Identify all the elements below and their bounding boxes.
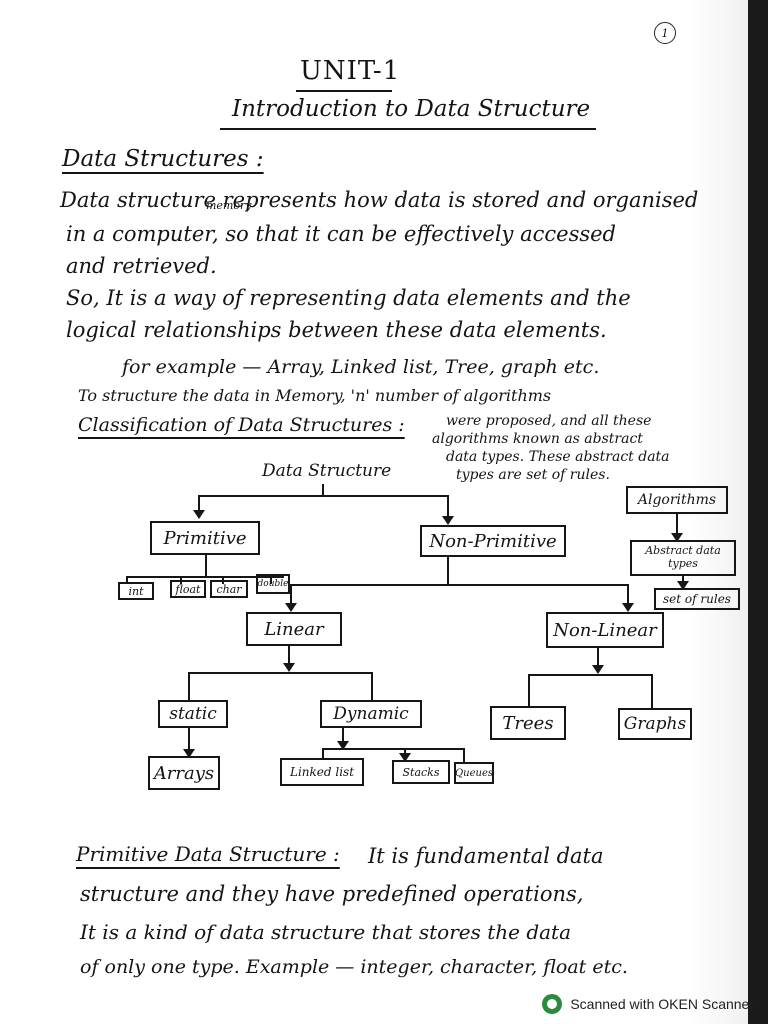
classification-intro: To structure the data in Memory, 'n' num… xyxy=(78,386,552,405)
scan-edge xyxy=(748,0,768,1024)
to-linear xyxy=(285,584,297,612)
node-static: static xyxy=(158,700,228,728)
node-stacks: Stacks xyxy=(392,760,450,784)
ptype-char: char xyxy=(210,580,248,598)
linear-horizontal xyxy=(188,672,372,674)
ds-line-4: So, It is a way of representing data ele… xyxy=(66,286,631,310)
primitive-ds-line-1: It is fundamental data xyxy=(368,844,604,868)
to-stacks xyxy=(399,748,411,762)
subtitle-underline xyxy=(220,128,596,130)
static-to-arrays xyxy=(183,728,195,758)
page-number: 1 xyxy=(654,22,676,44)
node-trees: Trees xyxy=(490,706,566,740)
ptype-tick-4 xyxy=(270,576,272,584)
primitive-types-horizontal xyxy=(126,576,284,578)
ptype-int: int xyxy=(118,582,154,600)
to-trees xyxy=(528,674,530,706)
classification-heading: Classification of Data Structures : xyxy=(78,414,405,436)
to-nonlinear xyxy=(622,584,634,612)
node-arrays: Arrays xyxy=(148,756,220,790)
linear-stem xyxy=(283,646,295,672)
dynamic-horizontal xyxy=(322,748,464,750)
classification-note-1: were proposed, and all these xyxy=(446,413,652,429)
memory-insert: memory xyxy=(206,199,252,212)
primitive-ds-line-2: structure and they have predefined opera… xyxy=(80,882,584,906)
node-linear: Linear xyxy=(246,612,342,646)
unit-title: UNIT-1 xyxy=(300,56,401,86)
ptype-float: float xyxy=(170,580,206,598)
to-dynamic xyxy=(371,672,373,700)
to-queues xyxy=(463,748,465,762)
classification-note-2: algorithms known as abstract xyxy=(432,431,643,447)
classification-note-3: data types. These abstract data xyxy=(446,449,670,465)
side-algorithms: Algorithms xyxy=(626,486,728,514)
primitive-ds-line-4: of only one type. Example — integer, cha… xyxy=(80,956,628,978)
side-adt: Abstract data types xyxy=(630,540,736,576)
primitive-ds-line-3: It is a kind of data structure that stor… xyxy=(80,920,572,944)
to-graphs xyxy=(651,674,653,708)
unit-title-underline xyxy=(296,90,392,92)
node-linked-list: Linked list xyxy=(280,758,364,786)
nonlinear-stem xyxy=(592,648,604,674)
root-to-primitive xyxy=(193,495,205,519)
ds-line-5: logical relationships between these data… xyxy=(66,318,607,342)
scanned-page: 1 UNIT-1 Introduction to Data Structure … xyxy=(0,0,748,1024)
primitive-stem xyxy=(205,555,207,577)
node-queues: Queues xyxy=(454,762,494,784)
ptype-double: double xyxy=(256,574,290,594)
dynamic-stem xyxy=(337,728,349,750)
nonprim-stem xyxy=(447,557,449,585)
ds-line-3: and retrieved. xyxy=(66,254,217,278)
root-stem xyxy=(322,484,324,496)
subtitle: Introduction to Data Structure xyxy=(232,96,591,122)
adt-to-rules xyxy=(677,576,689,590)
scanner-logo-icon xyxy=(542,994,563,1014)
root-to-nonprimitive xyxy=(442,495,454,525)
tree-root: Data Structure xyxy=(262,461,392,481)
node-dynamic: Dynamic xyxy=(320,700,422,728)
classification-note-4: types are set of rules. xyxy=(456,467,610,483)
scanner-text: Scanned with OKEN Scanner xyxy=(570,996,754,1012)
node-non-primitive: Non-Primitive xyxy=(420,525,566,557)
ds-line-1: Data structure represents how data is st… xyxy=(60,188,699,212)
root-horizontal xyxy=(198,495,448,497)
side-rules: set of rules xyxy=(654,588,740,610)
nonprim-horizontal xyxy=(290,584,628,586)
node-primitive: Primitive xyxy=(150,521,260,555)
to-static xyxy=(188,672,190,700)
node-non-linear: Non-Linear xyxy=(546,612,664,648)
ptype-tick-1 xyxy=(126,576,128,584)
scanner-watermark: Scanned with OKEN Scanner xyxy=(542,994,754,1014)
data-structures-heading: Data Structures : xyxy=(62,146,264,172)
ds-example: for example — Array, Linked list, Tree, … xyxy=(122,356,600,378)
primitive-ds-heading: Primitive Data Structure : xyxy=(76,842,340,866)
ds-line-2: in a computer, so that it can be effecti… xyxy=(66,222,616,246)
nonlinear-horizontal xyxy=(528,674,652,676)
to-linkedlist xyxy=(322,748,324,758)
algorithms-to-adt xyxy=(671,514,683,542)
node-graphs: Graphs xyxy=(618,708,692,740)
